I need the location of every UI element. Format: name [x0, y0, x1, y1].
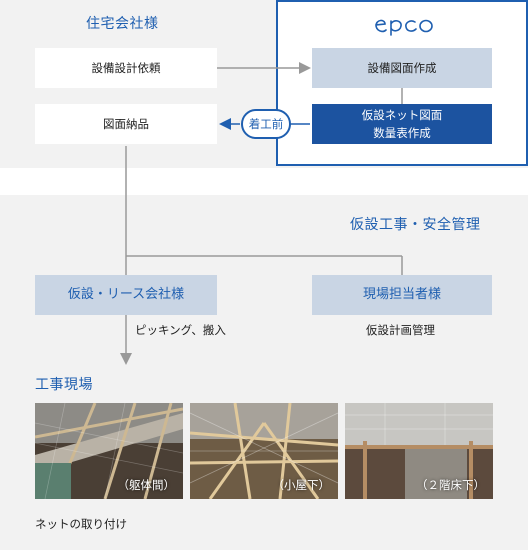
safety-title: 仮設工事・安全管理 — [350, 217, 481, 233]
site-photo-attic: （小屋下） — [190, 403, 338, 499]
net-drawing-line2: 数量表作成 — [373, 126, 431, 140]
epco-logo: epco — [375, 19, 433, 36]
photo-label-frame: （躯体間） — [117, 478, 176, 492]
delivery-label: 図面納品 — [103, 117, 149, 131]
design-label: 設備図面作成 — [367, 61, 437, 75]
lease-company-box: 仮設・リース会社様 — [35, 275, 217, 315]
site-manager-label: 現場担当者様 — [362, 287, 441, 302]
net-drawing-line1: 仮設ネット図面 — [361, 108, 443, 122]
lease-company-label: 仮設・リース会社様 — [67, 287, 185, 302]
site-manager-box: 現場担当者様 — [312, 275, 492, 315]
lease-caption: ピッキング、搬入 — [135, 323, 226, 337]
site-manager-caption: 仮設計画管理 — [366, 323, 435, 337]
design-box: 設備図面作成 — [312, 48, 492, 88]
net-drawing-box: 仮設ネット図面 数量表作成 — [312, 104, 492, 144]
delivery-box: 図面納品 — [35, 104, 217, 144]
request-box: 設備設計依頼 — [35, 48, 217, 88]
site-photo-floor: （２階床下） — [345, 403, 493, 499]
photo-label-floor: （２階床下） — [416, 478, 485, 492]
pre-construction-label: 着工前 — [248, 117, 284, 131]
site-photo-frame: （躯体間） — [35, 403, 183, 499]
pre-construction-badge: 着工前 — [241, 109, 291, 139]
client-title: 住宅会社様 — [86, 16, 159, 32]
photo-label-attic: （小屋下） — [272, 478, 331, 492]
site-caption: ネットの取り付け — [35, 517, 127, 531]
request-label: 設備設計依頼 — [91, 61, 161, 75]
site-title: 工事現場 — [35, 377, 93, 393]
